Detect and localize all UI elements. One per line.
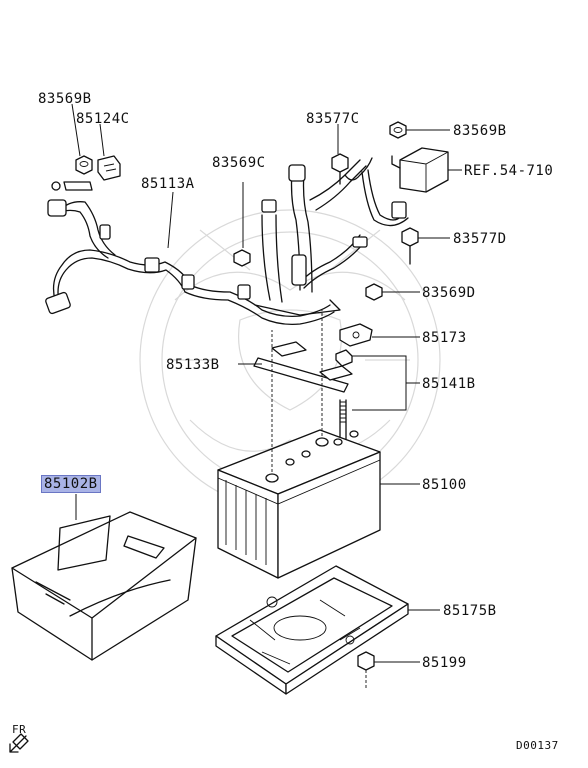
label-85113A[interactable]: 85113A [141, 176, 195, 192]
label-85173[interactable]: 85173 [422, 330, 467, 346]
label-85124C[interactable]: 85124C [76, 111, 130, 127]
label-85133B[interactable]: 85133B [166, 357, 220, 373]
label-ref-54-710[interactable]: REF.54-710 [464, 163, 554, 179]
label-83577D[interactable]: 83577D [453, 231, 507, 247]
nut-83569D [365, 283, 383, 301]
label-85141B[interactable]: 85141B [422, 376, 476, 392]
battery-tray-85175B [215, 565, 409, 695]
relay-box-ref [391, 147, 449, 193]
label-85102B-highlighted[interactable]: 85102B [41, 475, 101, 493]
battery-terminals [265, 430, 359, 483]
bolt-85199 [357, 651, 375, 690]
hold-down-bracket-85133B [253, 341, 353, 393]
diagram-code: D00137 [516, 739, 559, 752]
nut-83569B-left [75, 155, 93, 175]
label-85175B[interactable]: 85175B [443, 603, 497, 619]
bolt-83577C [331, 153, 349, 185]
label-85100[interactable]: 85100 [422, 477, 467, 493]
battery-85100 [217, 310, 381, 579]
label-83569D[interactable]: 83569D [422, 285, 476, 301]
label-83577C[interactable]: 83577C [306, 111, 360, 127]
leader-lines [71, 103, 462, 663]
label-83569B-left[interactable]: 83569B [38, 91, 92, 107]
front-direction-label: FR [12, 723, 27, 736]
bolt-83577D [401, 227, 419, 265]
nut-83569B-right [389, 121, 407, 139]
wire-harness-85113A [45, 157, 409, 326]
clamp-85173 [339, 323, 373, 347]
battery-box-85102B [11, 511, 197, 661]
label-85199[interactable]: 85199 [422, 655, 467, 671]
clip-85124C [97, 155, 121, 181]
front-direction-arrow-icon [9, 733, 29, 753]
label-83569C[interactable]: 83569C [212, 155, 266, 171]
label-83569B-right[interactable]: 83569B [453, 123, 507, 139]
nut-83569C [233, 182, 251, 267]
